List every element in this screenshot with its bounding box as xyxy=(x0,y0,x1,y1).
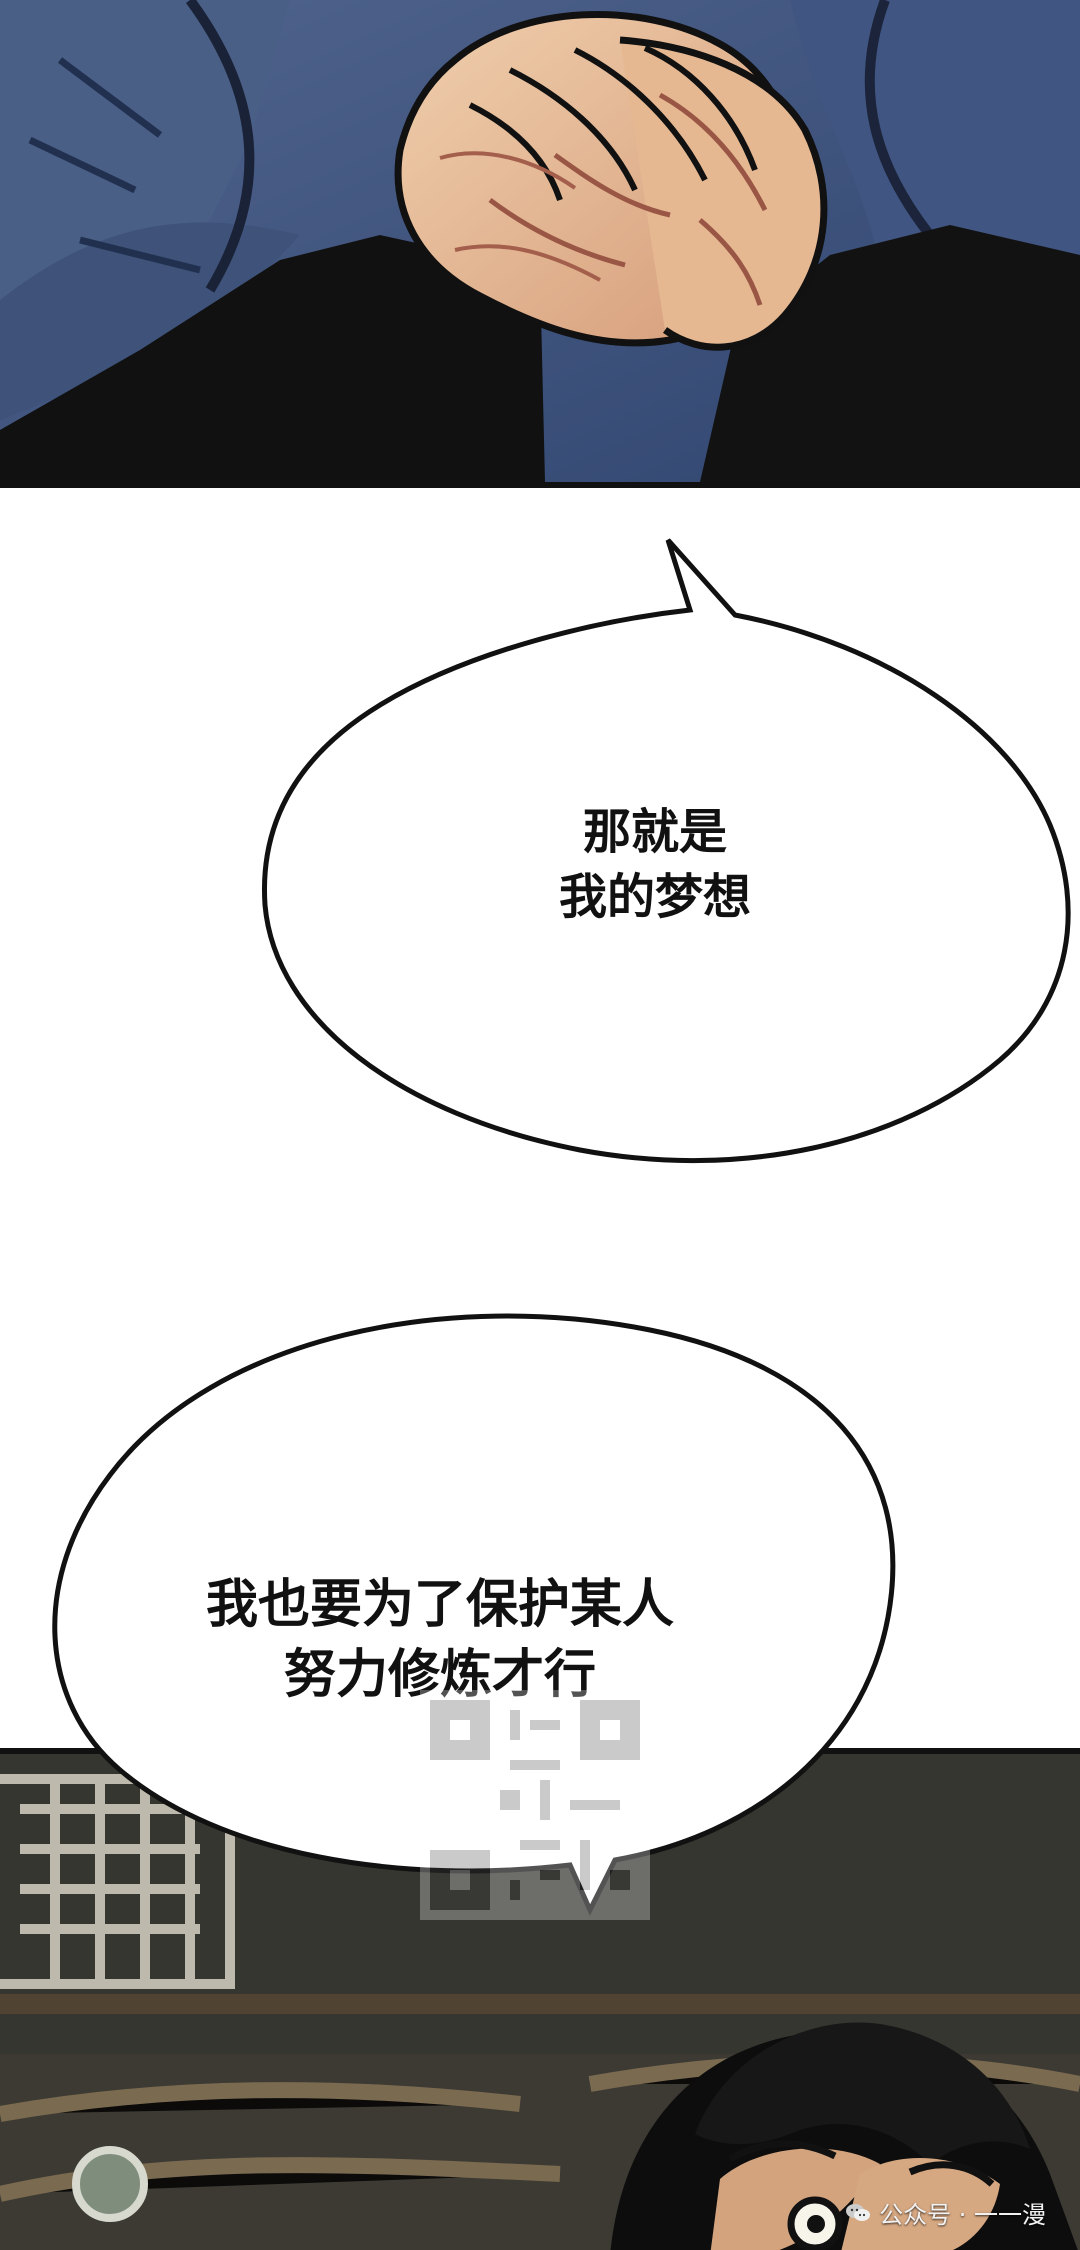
speech-bubble-1-line-1: 那就是 xyxy=(582,804,727,860)
speech-bubble-1-shape xyxy=(261,538,1071,1164)
qr-code-watermark-icon xyxy=(420,1690,650,1920)
speech-bubble-1-text: 那就是 我的梦想 xyxy=(470,800,840,930)
hands-art xyxy=(0,0,1080,482)
speech-bubble-2-line-1: 我也要为了保护某人 xyxy=(205,1575,674,1635)
speech-bubble-1-line-2: 我的梦想 xyxy=(558,868,751,925)
watermark: 公众号 · 一一漫 xyxy=(845,2195,1046,2230)
wechat-icon xyxy=(846,2203,871,2221)
watermark-text: 公众号 · 一一漫 xyxy=(879,2201,1046,2229)
top-comic-panel xyxy=(0,0,1080,488)
